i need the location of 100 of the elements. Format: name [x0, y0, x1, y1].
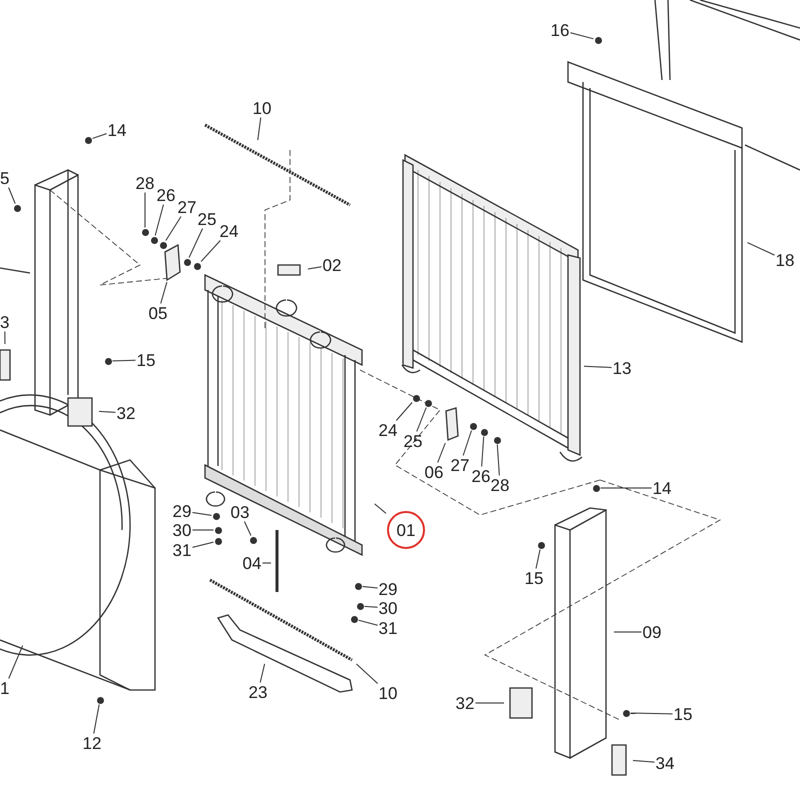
callout-number: 28 [490, 476, 510, 494]
leader-line [364, 606, 378, 608]
leader-line [144, 192, 146, 228]
fastener-icon [470, 422, 476, 430]
leader-line [746, 242, 776, 256]
leader-line [93, 704, 100, 734]
highlighted-callout-number: 01 [387, 511, 425, 549]
mounting-bracket [163, 244, 182, 281]
fastener-icon [412, 394, 420, 402]
callout-number: 32 [456, 694, 474, 712]
fastener-icon [214, 538, 222, 544]
leader-line [98, 410, 116, 413]
callout-number: 12 [82, 734, 102, 752]
callout-number: 29 [378, 580, 398, 598]
leader-line [188, 228, 204, 258]
callout-number: 1 [0, 680, 10, 696]
leader-line [154, 204, 164, 236]
callout-number: 31 [378, 620, 398, 636]
leader-line [632, 760, 656, 763]
callout-number: 15 [136, 352, 156, 368]
callout-number: 25 [404, 432, 422, 450]
callout-number: 5 [0, 170, 10, 186]
leader-line [437, 442, 446, 463]
callout-number: 23 [248, 684, 268, 700]
callout-number: 27 [450, 456, 470, 474]
callout-number: 31 [172, 542, 192, 558]
leader-line [200, 240, 221, 262]
callout-number: 15 [674, 706, 692, 722]
fastener-icon [480, 428, 488, 436]
callout-number: 14 [652, 480, 672, 496]
fastener-icon [622, 710, 630, 716]
fastener-icon [594, 36, 602, 44]
leader-line [462, 430, 472, 456]
leader-line [260, 663, 266, 683]
leader-line [358, 620, 378, 626]
callout-number: 05 [148, 304, 168, 322]
callout-number: 16 [550, 22, 570, 38]
fastener-icon [184, 258, 190, 266]
fastener-icon [150, 236, 158, 244]
callout-number: 30 [172, 522, 192, 538]
fastener-icon [494, 436, 500, 444]
callout-number: 09 [642, 624, 662, 640]
leader-line [474, 702, 504, 704]
callout-number: 03 [230, 504, 250, 520]
callout-number: 24 [378, 422, 398, 438]
fastener-icon [350, 616, 358, 622]
callout-number: 27 [178, 198, 196, 216]
fastener-icon [250, 536, 256, 544]
callout-number: 34 [656, 754, 674, 772]
callout-number: 04 [242, 554, 262, 572]
fastener-icon [160, 242, 166, 248]
fastener-icon [424, 400, 432, 406]
fastener-icon [104, 358, 112, 364]
callout-number: 3 [0, 314, 10, 330]
fastener-icon [356, 602, 364, 610]
leader-line [374, 503, 386, 514]
leader-line [192, 542, 214, 548]
leader-line [570, 32, 594, 40]
fastener-icon [354, 582, 362, 590]
fastener-icon [142, 228, 148, 236]
callout-number: 14 [108, 122, 126, 138]
callout-number: 02 [322, 256, 342, 274]
fastener-icon [538, 542, 544, 548]
leader-line [396, 402, 413, 421]
leader-line [584, 366, 612, 368]
fastener-icon [592, 484, 600, 492]
callout-number: 29 [172, 502, 192, 520]
leader-line [244, 521, 252, 536]
callout-number: 10 [378, 684, 398, 702]
callout-number: 30 [378, 600, 398, 616]
mounting-bracket [445, 407, 460, 442]
fastener-icon [14, 204, 20, 212]
fastener-icon [84, 136, 92, 144]
leader-line [165, 216, 182, 241]
leader-line [257, 117, 262, 141]
callout-number: 06 [424, 464, 444, 480]
callout-number: 15 [524, 570, 544, 586]
leader-line [8, 645, 24, 679]
leader-line [160, 282, 168, 304]
leader-line [362, 586, 378, 588]
leader-line [92, 133, 108, 139]
callout-number: 25 [198, 210, 216, 228]
leader-line [481, 436, 484, 467]
leader-line [192, 512, 212, 516]
fastener-icon [194, 262, 200, 270]
callout-number: 32 [116, 404, 136, 422]
callout-number: 24 [220, 222, 238, 240]
callout-number: 28 [136, 174, 154, 192]
leader-line [4, 331, 6, 344]
fastener-icon [214, 526, 222, 534]
leader-line [356, 664, 378, 684]
leader-line [8, 187, 16, 204]
callout-number: 26 [472, 468, 490, 484]
leader-line [307, 266, 322, 270]
leader-line [112, 360, 136, 362]
fastener-icon [96, 696, 104, 704]
leader-line [630, 712, 674, 714]
leader-line [496, 444, 500, 476]
callout-number: 10 [252, 100, 272, 116]
leader-line [416, 407, 427, 432]
